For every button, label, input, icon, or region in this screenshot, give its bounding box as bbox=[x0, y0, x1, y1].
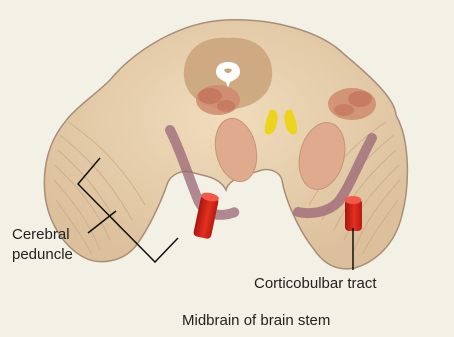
figure-caption: Midbrain of brain stem bbox=[182, 312, 330, 330]
cerebral-peduncle-label-line2: peduncle bbox=[12, 246, 73, 264]
corticobulbar-tract-label: Corticobulbar tract bbox=[254, 275, 377, 293]
left-red-nucleus bbox=[196, 85, 240, 115]
right-red-nucleus bbox=[328, 88, 376, 120]
cerebral-peduncle-label-line1: Cerebral bbox=[12, 226, 70, 244]
right-corticobulbar-tract bbox=[345, 196, 363, 231]
